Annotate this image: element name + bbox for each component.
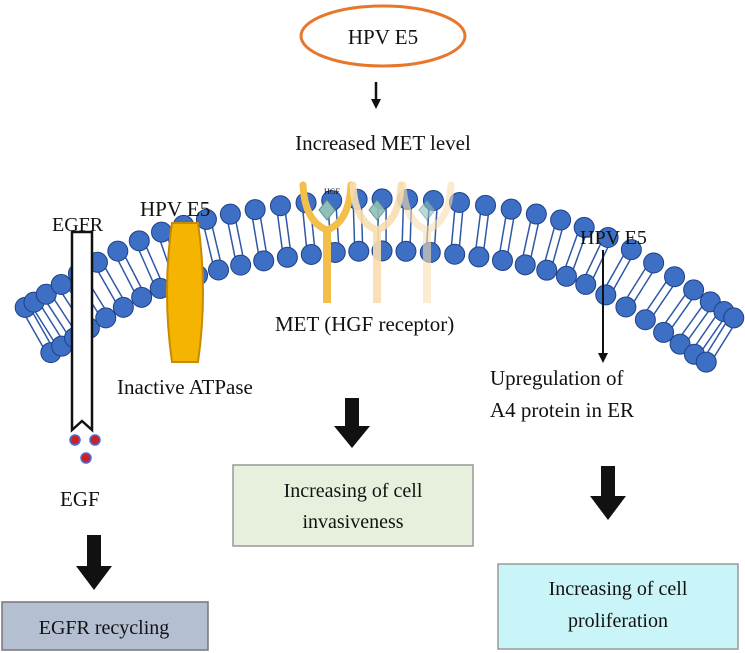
box-invasiveness-line1: Increasing of cell [284,480,423,502]
met-level-label: Increased MET level [295,131,471,155]
met-receptors [299,181,455,303]
box-cell-invasiveness: Increasing of cell invasiveness [232,464,474,547]
box-egfr-recycling: EGFR recycling [1,601,209,651]
upregulation-label-line1: Upregulation of [490,366,624,390]
box-invasiveness-line2: invasiveness [302,511,403,533]
hpv-e5-right-label: HPV E5 [580,227,647,249]
egfr-receptor [70,230,94,433]
met-receptor-label: MET (HGF receptor) [275,312,454,336]
box-cell-proliferation: Increasing of cell proliferation [497,563,739,650]
hpv-e5-top-label: HPV E5 [348,25,418,49]
upregulation-label-line2: A4 protein in ER [490,398,634,422]
thick-arrow-recycling [76,535,112,590]
hpv-e5-top-node: HPV E5 [299,4,467,68]
box-recycling-text: EGFR recycling [39,617,170,639]
hgf-small-label: HGF [324,187,341,196]
egf-label: EGF [60,487,100,511]
thick-arrow-proliferation [590,466,626,520]
egfr-label: EGFR [52,214,104,236]
atpase-channel [166,222,204,363]
inactive-atpase-shape [166,222,204,363]
hpv-e5-left-label: HPV E5 [140,197,210,221]
inactive-atpase-label: Inactive ATPase [117,375,253,399]
egfr-hollow-arrow [70,230,94,433]
hpv-e5-oval [299,4,467,68]
thick-arrow-invasiveness [334,398,370,448]
egf-molecules [69,434,101,464]
box-proliferation-line2: proliferation [568,610,668,632]
box-proliferation-line1: Increasing of cell [549,578,688,600]
